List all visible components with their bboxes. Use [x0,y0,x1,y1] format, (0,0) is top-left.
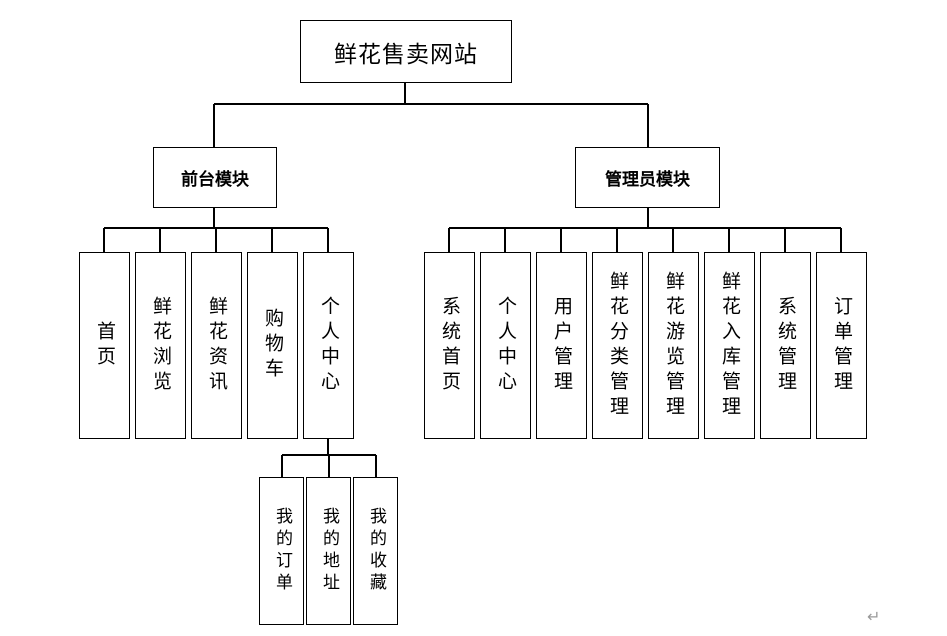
frontend-item-flower-browse: 鲜花浏览 [135,252,186,439]
personal-item-my-addresses: 我的地址 [306,477,351,625]
frontend-item-home: 首页 [79,252,130,439]
admin-item-order-management: 订单管理 [816,252,867,439]
root-node-title: 鲜花售卖网站 [300,20,512,83]
frontend-item-cart: 购物车 [247,252,298,439]
admin-item-flower-stock-management: 鲜花入库管理 [704,252,755,439]
admin-item-system-management: 系统管理 [760,252,811,439]
admin-item-personal-center: 个人中心 [480,252,531,439]
personal-item-my-favorites: 我的收藏 [353,477,398,625]
personal-item-my-orders: 我的订单 [259,477,304,625]
frontend-item-flower-news: 鲜花资讯 [191,252,242,439]
admin-item-flower-browse-management: 鲜花游览管理 [648,252,699,439]
admin-item-user-management: 用户管理 [536,252,587,439]
frontend-item-personal-center: 个人中心 [303,252,354,439]
paragraph-return-icon: ↵ [867,607,881,626]
admin-module-node: 管理员模块 [575,147,720,208]
admin-item-flower-category-management: 鲜花分类管理 [592,252,643,439]
frontend-module-node: 前台模块 [153,147,277,208]
admin-item-system-home: 系统首页 [424,252,475,439]
